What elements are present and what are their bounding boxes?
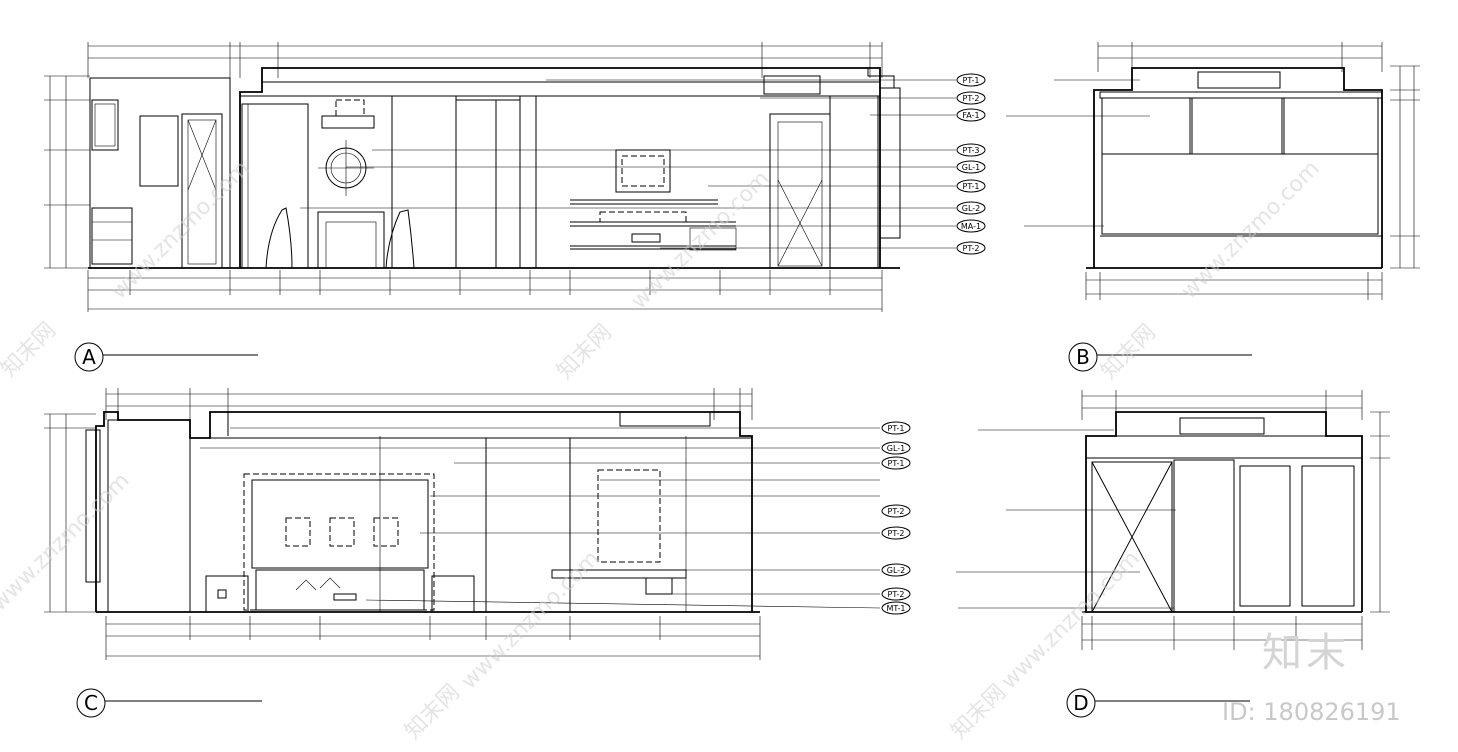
elevation-a-tags: PT-1PT-2FA-1PT-3GL-1PT-1GL-2MA-1PT-2 bbox=[956, 73, 986, 255]
material-tag-label: PT-2 bbox=[963, 244, 980, 253]
material-tag-label: PT-2 bbox=[888, 507, 905, 516]
material-tag-bubble bbox=[956, 201, 986, 215]
section-d-label: D bbox=[1073, 691, 1088, 715]
svg-text:知末网: 知末网 bbox=[401, 680, 465, 744]
elevation-d bbox=[956, 390, 1390, 650]
elevation-c bbox=[44, 388, 881, 660]
material-tag-bubble bbox=[881, 456, 911, 470]
svg-text:知末网: 知末网 bbox=[1097, 320, 1161, 384]
material-tag-bubble bbox=[881, 441, 911, 455]
svg-text:www.znzmo.com: www.znzmo.com bbox=[457, 546, 605, 694]
material-tag-label: PT-1 bbox=[963, 76, 980, 85]
section-b-label: B bbox=[1076, 345, 1090, 369]
material-tag-bubble bbox=[881, 421, 911, 435]
material-tag-bubble bbox=[956, 219, 986, 233]
material-tag-bubble bbox=[956, 73, 986, 87]
elevation-a bbox=[44, 42, 956, 312]
material-tag-label: GL-1 bbox=[962, 163, 981, 172]
svg-text:www.znzmo.com: www.znzmo.com bbox=[1177, 156, 1325, 304]
material-tag-label: MA-1 bbox=[961, 222, 981, 231]
section-c-label: C bbox=[84, 691, 98, 715]
material-tag-label: GL-1 bbox=[887, 444, 906, 453]
svg-text:www.znzmo.com: www.znzmo.com bbox=[107, 156, 255, 304]
material-tag-bubble bbox=[881, 504, 911, 518]
svg-text:知末网: 知末网 bbox=[553, 320, 617, 384]
material-tag-bubble bbox=[956, 160, 986, 174]
material-tag-bubble bbox=[881, 526, 911, 540]
elevation-c-tags: PT-1GL-1PT-1PT-2PT-2GL-2PT-2MT-1 bbox=[881, 421, 911, 615]
svg-text:www.znzmo.com: www.znzmo.com bbox=[0, 468, 135, 616]
section-labels: A B C D bbox=[74, 342, 1252, 718]
image-id-label: ID: 180826191 bbox=[1222, 698, 1401, 726]
svg-text:www.znzmo.com: www.znzmo.com bbox=[997, 546, 1145, 694]
material-tag-label: PT-1 bbox=[888, 424, 905, 433]
material-tag-label: PT-2 bbox=[888, 529, 905, 538]
material-tag-label: MT-1 bbox=[886, 604, 905, 613]
material-tag-label: GL-2 bbox=[962, 204, 981, 213]
material-tag-bubble bbox=[881, 601, 911, 615]
material-tag-label: PT-2 bbox=[963, 94, 980, 103]
material-tag-label: GL-2 bbox=[887, 566, 906, 575]
material-tag-bubble bbox=[956, 143, 986, 157]
material-tag-label: PT-1 bbox=[963, 182, 980, 191]
material-tag-label: PT-3 bbox=[963, 146, 980, 155]
material-tag-bubble bbox=[881, 587, 911, 601]
brand-watermark: 知末 bbox=[1262, 630, 1350, 676]
section-a-label: A bbox=[82, 345, 96, 369]
material-tag-bubble bbox=[881, 563, 911, 577]
material-tag-label: FA-1 bbox=[962, 111, 979, 120]
material-tag-label: PT-2 bbox=[888, 590, 905, 599]
material-tag-bubble bbox=[956, 91, 986, 105]
material-tag-bubble bbox=[956, 108, 986, 122]
material-tag-bubble bbox=[956, 241, 986, 255]
elevation-b bbox=[1006, 42, 1420, 300]
material-tag-bubble bbox=[956, 179, 986, 193]
svg-text:知末网: 知末网 bbox=[947, 680, 1011, 744]
svg-text:知末网: 知末网 bbox=[0, 318, 61, 382]
svg-text:www.znzmo.com: www.znzmo.com bbox=[627, 166, 775, 314]
material-tag-label: PT-1 bbox=[888, 459, 905, 468]
